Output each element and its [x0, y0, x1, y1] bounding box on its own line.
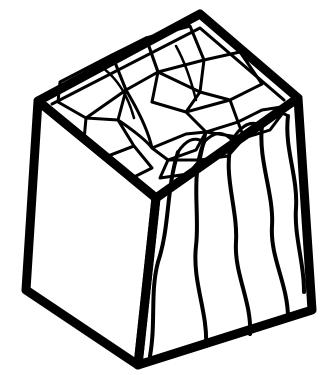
fold-line-4	[261, 126, 288, 318]
fold-line-2	[195, 142, 206, 346]
top-shards	[58, 26, 288, 178]
top-shard-3	[146, 26, 204, 72]
fold-line-3	[229, 140, 250, 334]
top-shard-12	[200, 132, 244, 160]
top-shard-crease-b	[176, 46, 196, 100]
fold-tip-2	[204, 133, 232, 142]
top-shard-7	[186, 100, 238, 132]
top-shard-5	[118, 90, 152, 148]
